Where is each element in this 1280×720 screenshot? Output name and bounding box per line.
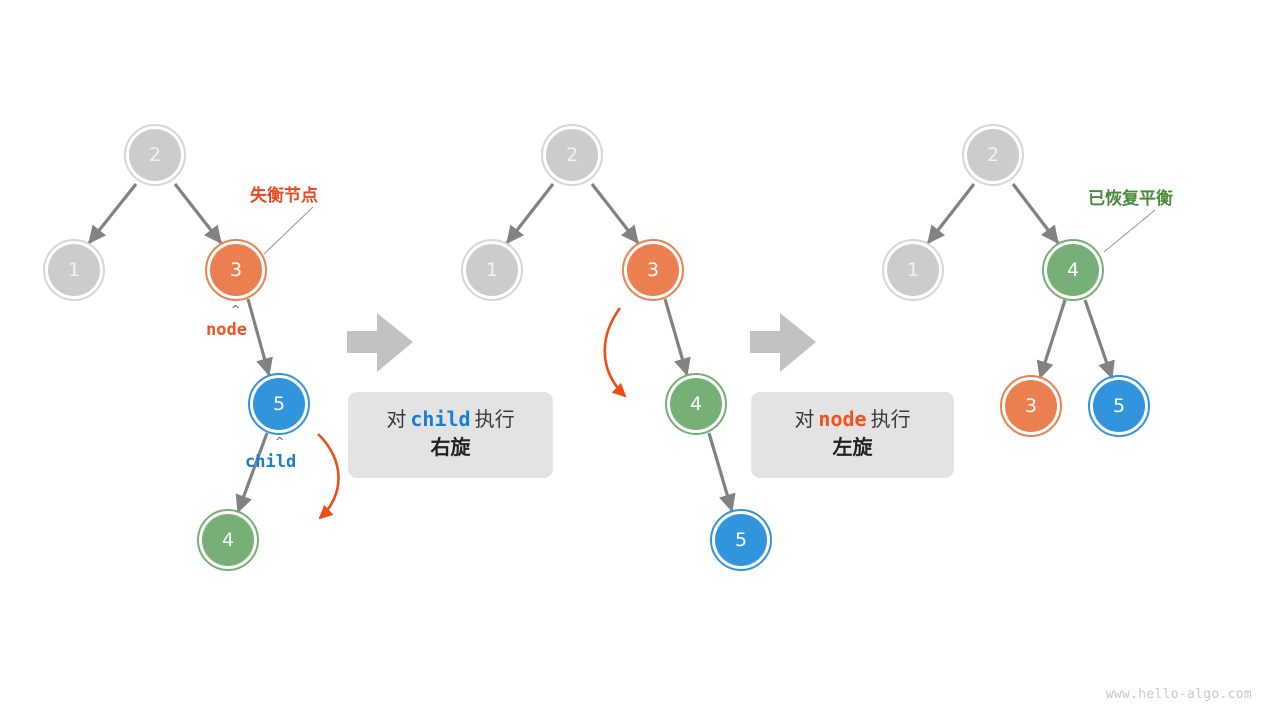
node-ring [622,239,684,301]
site-watermark: www.hello-algo.com [1105,687,1252,702]
node-pointer-caret: ^ [231,303,241,316]
node-ring [1042,239,1104,301]
tree-node[interactable]: 3 [622,239,684,301]
step-arrow-2 [750,313,816,372]
node-ring [962,124,1024,186]
step-code-token: node [818,407,867,431]
step-suffix-text: 执行 [474,407,515,431]
step-arrow-1 [347,313,413,372]
node-ring [43,239,105,301]
tree-node[interactable]: 1 [882,239,944,301]
child-pointer-caret: ^ [275,435,285,448]
tree-node[interactable]: 4 [665,373,727,435]
node-ring [205,239,267,301]
rebalanced-leader-line [1103,209,1156,253]
node-value: 3 [1024,394,1038,417]
node-ring [710,509,772,571]
node-ring [665,373,727,435]
tree-node[interactable]: 1 [461,239,523,301]
right-rotate-curve-arrow [317,433,340,520]
node-value: 3 [646,258,660,281]
node-value: 5 [272,392,286,415]
node-value: 2 [148,143,162,166]
step-code-token: child [410,407,471,431]
unbalanced-leader-line [263,206,314,255]
child-var-label: child [245,452,297,472]
tree-node[interactable]: 4 [1042,239,1104,301]
node-ring [124,124,186,186]
panel1-edges [87,183,273,514]
node-var-label: node [206,320,247,340]
node-value: 3 [229,258,243,281]
node-value: 1 [67,258,81,281]
step-prefix-text: 对 [794,407,815,431]
tree-node[interactable]: 5 [1088,375,1150,437]
node-ring [461,239,523,301]
node-value: 4 [1066,258,1080,281]
left-rotate-curve-arrow [603,307,627,398]
step-prefix-text: 对 [386,407,407,431]
node-value: 1 [906,258,920,281]
tree-node[interactable]: 1 [43,239,105,301]
node-ring [541,124,603,186]
node-ring [197,509,259,571]
tree-node[interactable]: 3 [1000,375,1062,437]
tree-node[interactable]: 4 [197,509,259,571]
node-value: 4 [221,528,235,551]
node-value: 4 [689,392,703,415]
tree-node[interactable]: 5 [710,509,772,571]
node-value: 2 [986,143,1000,166]
node-ring [882,239,944,301]
tree-node[interactable]: 2 [962,124,1024,186]
panel3-edges [926,183,1115,380]
step-operation-label: 右旋 [430,435,471,459]
node-value: 2 [565,143,579,166]
unbalanced-node-label: 失衡节点 [250,186,318,206]
step-operation-label: 左旋 [832,435,873,459]
node-value: 1 [485,258,499,281]
node-value: 5 [734,528,748,551]
panel2-edges [505,183,736,513]
tree-node[interactable]: 2 [541,124,603,186]
tree-node[interactable]: 3 [205,239,267,301]
step-suffix-text: 执行 [870,407,911,431]
rebalanced-label: 已恢复平衡 [1088,189,1173,209]
node-value: 5 [1112,394,1126,417]
tree-node[interactable]: 2 [124,124,186,186]
node-ring [1000,375,1062,437]
node-ring [248,373,310,435]
tree-node[interactable]: 5 [248,373,310,435]
node-ring [1088,375,1150,437]
